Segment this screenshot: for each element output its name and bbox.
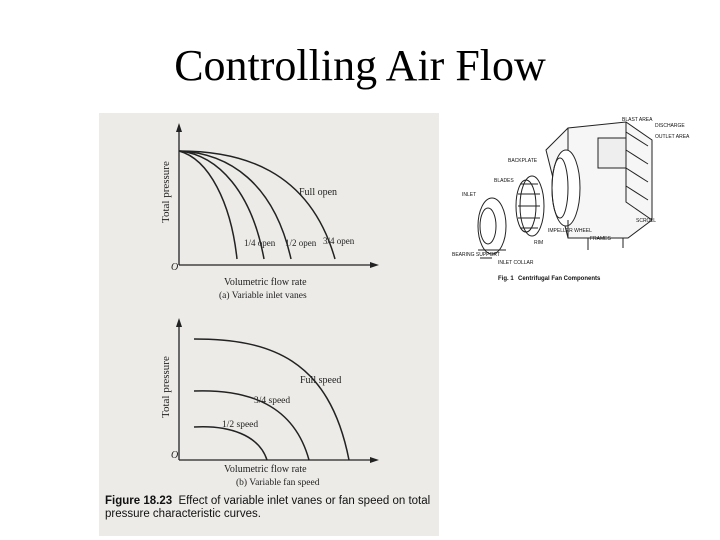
label-scroll: SCROLL [636, 218, 656, 224]
label-rim: RIM [534, 240, 543, 246]
top-ylabel: Total pressure [160, 161, 172, 223]
label-blades: BLADES [494, 178, 514, 184]
slide-title: Controlling Air Flow [174, 41, 546, 90]
figure-caption-text: Effect of variable inlet vanes or fan sp… [105, 495, 431, 520]
fig1-caption: Centrifugal Fan Components [518, 276, 601, 282]
fig1-number: Fig. 1 [498, 276, 514, 282]
label-bearing-support: BEARING SUPPORT [452, 252, 500, 258]
label-inlet: INLET [462, 192, 476, 198]
label-inlet-collar: INLET COLLAR [498, 260, 534, 266]
curve-three-quarter-speed [193, 390, 310, 461]
bottom-subcaption: (b) Variable fan speed [236, 477, 320, 488]
label-quarter-open: 1/4 open [244, 238, 276, 248]
label-three-quarter-speed: 3/4 speed [254, 396, 290, 406]
curve-quarter-open [178, 150, 238, 260]
inlet-cone [477, 197, 507, 259]
figure-number: Figure 18.23 [105, 495, 173, 507]
label-frames: FRAMES [590, 236, 612, 242]
curve-half-open [178, 150, 265, 260]
label-three-quarter-open: 3/4 open [323, 236, 355, 246]
impeller-wheel [515, 175, 545, 237]
curve-three-quarter-open [178, 150, 292, 260]
figure-caption: Figure 18.23 Effect of variable inlet va… [105, 495, 435, 521]
top-plot: Total pressure O Full open 3/4 open 1/2 … [160, 123, 379, 301]
fan-curves-svg: Total pressure O Full open 3/4 open 1/2 … [160, 123, 379, 488]
curve-full-open [178, 150, 336, 260]
fan-housing [545, 121, 653, 250]
label-backplate: BACKPLATE [508, 158, 538, 164]
fan-drawing-svg: BLAST AREA DISCHARGE OUTLET AREA BACKPLA… [452, 117, 690, 282]
label-discharge: DISCHARGE [655, 123, 685, 129]
bottom-xlabel: Volumetric flow rate [224, 464, 307, 475]
top-xlabel: Volumetric flow rate [224, 277, 307, 288]
label-half-open: 1/2 open [285, 238, 317, 248]
top-subcaption: (a) Variable inlet vanes [219, 290, 307, 301]
label-blast-area: BLAST AREA [622, 117, 653, 123]
bottom-ylabel: Total pressure [160, 356, 172, 418]
label-half-speed: 1/2 speed [222, 420, 258, 430]
bottom-origin: O [171, 450, 178, 461]
label-outlet-area: OUTLET AREA [655, 134, 690, 140]
fan-curves-figure: Total pressure O Full open 3/4 open 1/2 … [99, 113, 439, 536]
label-impeller-wheel: IMPELLER WHEEL [548, 228, 592, 234]
curve-half-speed [193, 426, 268, 461]
label-full-open: Full open [299, 187, 337, 198]
centrifugal-fan-figure: BLAST AREA DISCHARGE OUTLET AREA BACKPLA… [448, 110, 710, 290]
label-full-speed: Full speed [300, 375, 341, 386]
top-origin: O [171, 262, 178, 273]
bottom-plot: Total pressure O Full speed 3/4 speed 1/… [160, 318, 379, 488]
curve-full-speed [193, 338, 350, 461]
